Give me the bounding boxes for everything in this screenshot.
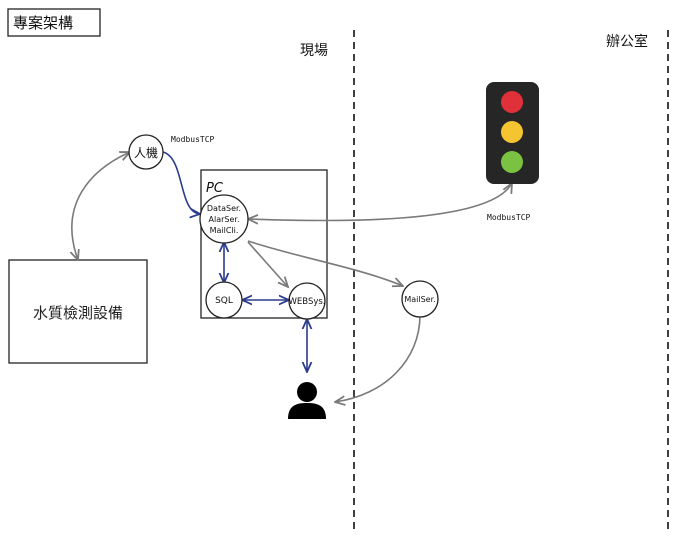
sql-label: SQL <box>215 296 233 306</box>
traffic-light-icon <box>486 82 539 184</box>
hmi-label: 人機 <box>134 145 158 160</box>
pc-label: PC <box>206 181 224 196</box>
services-node: DataSer. AlarSer. MailCli. <box>199 194 249 244</box>
title-box: 專案架構 <box>7 8 101 37</box>
title: 專案架構 <box>13 14 73 32</box>
web-node: WEBSys. <box>288 282 326 320</box>
services-web-link <box>247 241 288 287</box>
protocol-hmi-label: ModbusTCP <box>171 135 215 144</box>
service-mailcli-label: MailCli. <box>210 226 239 235</box>
web-label: WEBSys. <box>288 297 325 307</box>
mail-node: MailSer. <box>401 280 439 318</box>
hmi-services-link <box>162 151 200 214</box>
service-alarser-label: AlarSer. <box>209 215 240 224</box>
equipment-box: 水質檢測設備 <box>8 259 148 364</box>
zone-office-label: 辦公室 <box>606 33 648 50</box>
zone-site-label: 現場 <box>300 43 328 59</box>
services-light-link <box>248 183 512 221</box>
sql-node: SQL <box>205 281 243 319</box>
services-mail-link <box>247 240 403 286</box>
person-icon <box>288 382 326 419</box>
service-dataser-label: DataSer. <box>207 204 241 213</box>
hmi-equipment-link <box>72 152 130 260</box>
equipment-label: 水質檢測設備 <box>33 304 123 322</box>
mail-user-link <box>335 314 421 402</box>
protocol-light-label: ModbusTCP <box>487 213 531 222</box>
hmi-node: 人機 <box>128 134 164 170</box>
mail-label: MailSer. <box>404 295 435 304</box>
